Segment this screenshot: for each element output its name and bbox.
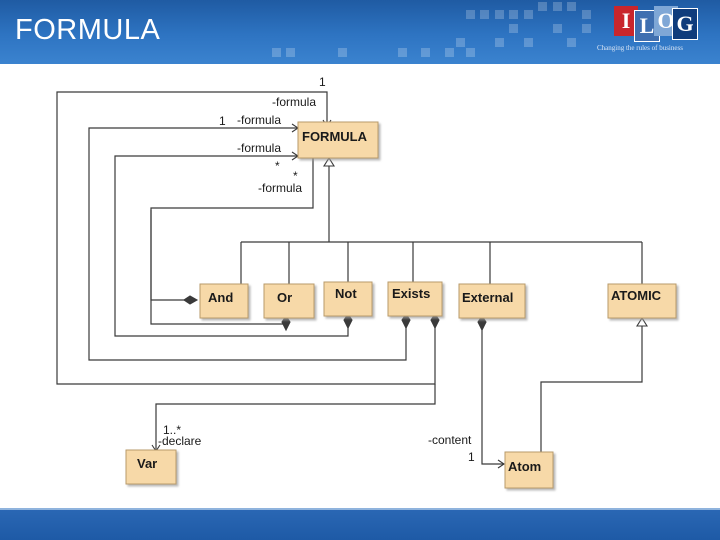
page-title: FORMULA xyxy=(15,14,161,46)
header-deco xyxy=(567,38,576,47)
connector-ends xyxy=(151,119,648,469)
class-atomic: ATOMIC xyxy=(607,283,677,319)
navigation-arrow xyxy=(497,459,505,469)
header-deco xyxy=(524,38,533,47)
multiplicity-label: 1..* xyxy=(163,423,181,437)
composition-diamond xyxy=(281,315,291,332)
header-deco xyxy=(398,48,407,57)
class-name: Not xyxy=(335,286,357,301)
role-label: -formula xyxy=(237,141,281,155)
generalization-triangle xyxy=(636,316,648,327)
class-name: Exists xyxy=(392,286,430,301)
class-name: ATOMIC xyxy=(611,288,662,303)
header-deco xyxy=(456,38,465,47)
header-deco xyxy=(338,48,347,57)
header-deco xyxy=(509,10,518,19)
class-not: Not xyxy=(323,281,373,317)
ilog-logo: I L O G xyxy=(614,4,698,42)
header-deco xyxy=(466,48,475,57)
class-name: FORMULA xyxy=(302,129,368,144)
header-deco xyxy=(553,2,562,11)
composition-diamond xyxy=(343,313,353,330)
header-deco xyxy=(445,48,454,57)
header-deco xyxy=(495,10,504,19)
composition-diamond xyxy=(477,315,487,332)
role-label: -content xyxy=(428,433,472,447)
header-deco xyxy=(509,24,518,33)
role-label: -formula xyxy=(258,181,302,195)
association-lines xyxy=(56,91,643,465)
role-label: -formula xyxy=(272,95,316,109)
header-deco xyxy=(286,48,295,57)
class-name: Or xyxy=(277,290,292,305)
header-deco xyxy=(582,24,591,33)
class-name: And xyxy=(208,290,233,305)
slide-footer xyxy=(0,510,720,540)
header-deco xyxy=(582,10,591,19)
class-name: Atom xyxy=(508,459,541,474)
class-name: External xyxy=(462,290,513,305)
header-deco xyxy=(495,38,504,47)
multiplicity-label: * xyxy=(275,159,280,173)
class-and: And xyxy=(199,283,249,319)
logo-letter: O xyxy=(654,6,678,36)
class-name: Var xyxy=(137,456,157,471)
composition-diamond xyxy=(430,313,440,330)
header-deco xyxy=(466,10,475,19)
header-deco xyxy=(567,2,576,11)
class-atom: Atom xyxy=(504,451,554,489)
generalization-triangle xyxy=(323,156,335,167)
class-exists: Exists xyxy=(387,281,443,317)
class-var: Var xyxy=(125,449,177,485)
header-deco xyxy=(421,48,430,57)
composition-diamond xyxy=(401,313,411,330)
logo-letter: G xyxy=(672,8,698,40)
multiplicity-label: 1 xyxy=(319,75,326,89)
class-or: Or xyxy=(263,283,315,319)
header-deco xyxy=(272,48,281,57)
header-deco xyxy=(524,10,533,19)
class-external: External xyxy=(458,283,526,319)
association-labels: 1 -formula 1 -formula -formula * * -form… xyxy=(158,75,475,464)
multiplicity-label: 1 xyxy=(219,114,226,128)
role-label: -declare xyxy=(158,434,202,448)
class-formula: FORMULA xyxy=(297,121,379,159)
slide-header: FORMULA I L O G Changing the rules of bu… xyxy=(0,0,720,64)
header-deco xyxy=(538,2,547,11)
header-deco xyxy=(553,24,562,33)
composition-diamond xyxy=(183,295,199,305)
header-deco xyxy=(480,10,489,19)
role-label: -formula xyxy=(237,113,281,127)
multiplicity-label: 1 xyxy=(468,450,475,464)
footer-divider xyxy=(0,508,720,510)
multiplicity-label: * xyxy=(293,169,298,183)
logo-tagline: Changing the rules of business xyxy=(597,44,683,52)
